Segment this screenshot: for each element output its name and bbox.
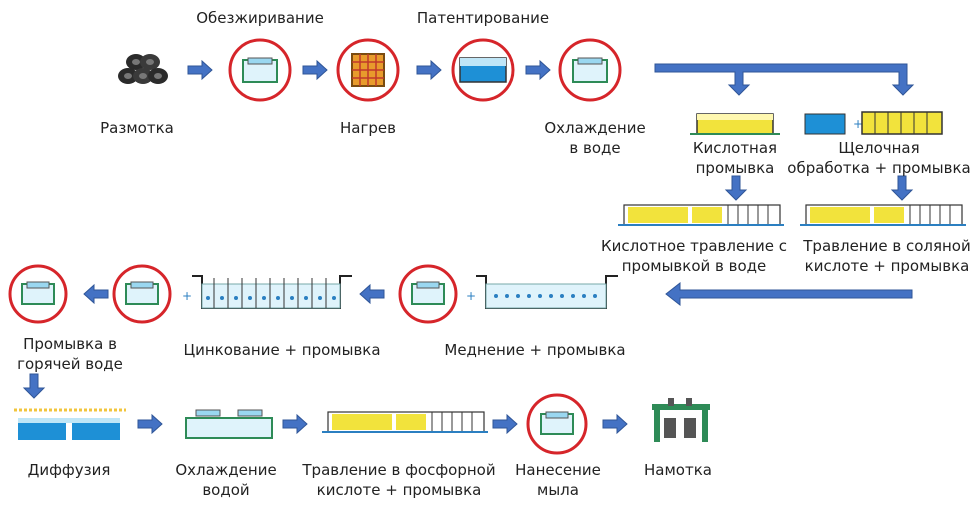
label-soap: Нанесение мыла	[515, 461, 601, 499]
bath-dot	[549, 294, 553, 298]
bath-dot	[494, 294, 498, 298]
phosphoric-line	[322, 411, 488, 433]
label-unwinding: Размотка	[100, 119, 174, 137]
bath-dot	[290, 296, 294, 300]
hot-rinse-ring	[8, 264, 68, 324]
label-degreasing: Обезжиривание	[196, 9, 324, 27]
bath-dot	[538, 294, 542, 298]
bath-dot	[234, 296, 238, 300]
row1-arrows	[187, 59, 915, 96]
bath-dot	[593, 294, 597, 298]
label-winding: Намотка	[644, 461, 712, 479]
bath-dot	[220, 296, 224, 300]
label-heating: Нагрев	[340, 119, 396, 137]
arrow-right-b4	[602, 413, 628, 435]
bath-dot	[206, 296, 210, 300]
label-patenting: Патентирование	[416, 9, 550, 27]
bath-dot	[318, 296, 322, 300]
plus-sign: +	[466, 289, 476, 303]
bath-dot	[516, 294, 520, 298]
arrow-left-zinc	[83, 283, 109, 305]
water-cooling-ring	[558, 38, 622, 102]
label-acid-rinse: Кислотная промывка	[692, 139, 778, 177]
bath-dot	[582, 294, 586, 298]
diffusion-bath	[14, 408, 126, 440]
bath-dot	[560, 294, 564, 298]
acid-pickling-line	[618, 204, 784, 226]
patenting-ring	[451, 38, 515, 102]
bath-dot	[262, 296, 266, 300]
arrow-right-b2	[282, 413, 308, 435]
return-arrow	[665, 281, 913, 307]
zinc-ring	[112, 264, 172, 324]
soap-ring	[526, 393, 588, 455]
wire-coils-icon	[118, 54, 168, 84]
degreasing-ring	[228, 38, 292, 102]
bath-dot	[527, 294, 531, 298]
label-cooling2: Охлаждение водой	[175, 461, 277, 499]
heating-ring	[336, 38, 400, 102]
bath-dot	[571, 294, 575, 298]
arrow-down-diffusion	[22, 373, 46, 399]
alkaline-tank: +	[804, 111, 943, 135]
hcl-pickling-line	[800, 204, 966, 226]
arrow-right-b1	[137, 413, 163, 435]
down-arrows-row2	[724, 175, 914, 201]
copper-ring	[398, 264, 458, 324]
winding-machine-icon	[652, 398, 710, 442]
zinc-bath	[192, 275, 352, 309]
cooling2-tank	[185, 409, 273, 439]
label-hot-rinse: Промывка в горячей воде	[17, 335, 123, 373]
copper-bath	[476, 275, 618, 309]
plus-sign: +	[853, 117, 863, 131]
bath-dot	[276, 296, 280, 300]
bath-dot	[505, 294, 509, 298]
label-hcl-pickling: Травление в соляной кислоте + промывка	[803, 237, 971, 275]
bath-dot	[304, 296, 308, 300]
bath-dot	[332, 296, 336, 300]
label-zinc: Цинкование + промывка	[183, 341, 381, 359]
label-alkaline: Щелочная обработка + промывка	[787, 139, 971, 177]
arrow-left-copper	[359, 283, 385, 305]
label-phosphoric: Травление в фосфорной кислоте + промывка	[302, 461, 496, 499]
arrow-right-b3	[492, 413, 518, 435]
label-water-cooling: Охлаждение в воде	[544, 119, 646, 157]
label-acid-pickling: Кислотное травление с промывкой в воде	[600, 237, 788, 275]
plus-sign: +	[182, 289, 192, 303]
label-diffusion: Диффузия	[27, 461, 111, 479]
bath-dot	[248, 296, 252, 300]
label-copper: Меднение + промывка	[444, 341, 626, 359]
acid-rinse-tank	[690, 113, 780, 135]
